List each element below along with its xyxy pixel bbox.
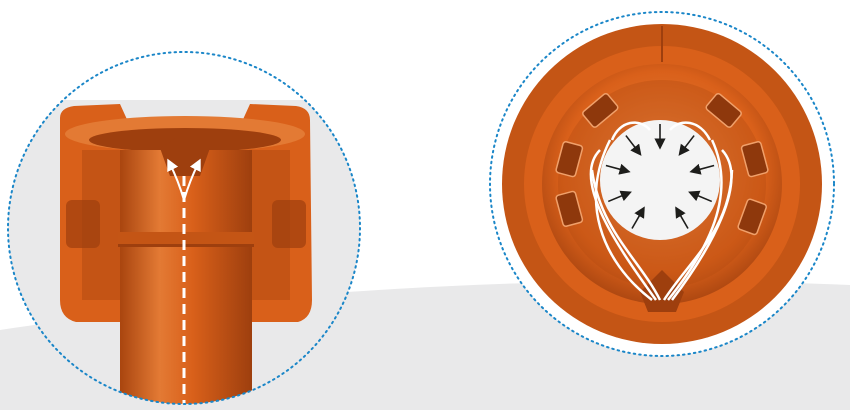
lug-1: [582, 92, 619, 128]
flow-curve-6: [662, 169, 734, 301]
inward-arrow-6: [678, 135, 695, 156]
left-cutaway-view: [7, 51, 361, 405]
inward-arrow-1: [631, 206, 645, 229]
inward-arrow-9: [675, 206, 689, 229]
flow-curve-2: [589, 149, 658, 301]
flow-curve-1: [594, 139, 653, 301]
lug-4: [740, 141, 769, 178]
inward-arrow-8: [688, 190, 713, 203]
flow-arrow-right: [183, 158, 201, 201]
flow-arrow-left: [167, 158, 185, 201]
lug-2: [705, 92, 742, 128]
inward-arrow-3: [605, 163, 631, 175]
left-view-dotted-border: [7, 51, 361, 405]
inward-arrows: [605, 124, 715, 229]
inward-arrow-2: [607, 190, 632, 203]
lug-group: [555, 92, 769, 236]
right-view-dotted-border: [489, 11, 835, 357]
right-top-view: [489, 11, 835, 357]
central-stem: [120, 150, 252, 404]
inward-arrow-4: [625, 135, 642, 156]
flow-curve-4: [667, 139, 723, 301]
lug-5: [555, 190, 584, 227]
flow-curve-7: [610, 121, 651, 141]
central-cavity: [600, 120, 720, 240]
flow-curve-3: [590, 169, 662, 301]
lug-3: [555, 141, 584, 178]
lug-6: [737, 198, 767, 236]
inward-arrow-7: [689, 163, 715, 175]
bottom-gate: [640, 270, 684, 312]
flow-curves: [589, 121, 734, 301]
flow-curve-8: [669, 121, 712, 141]
